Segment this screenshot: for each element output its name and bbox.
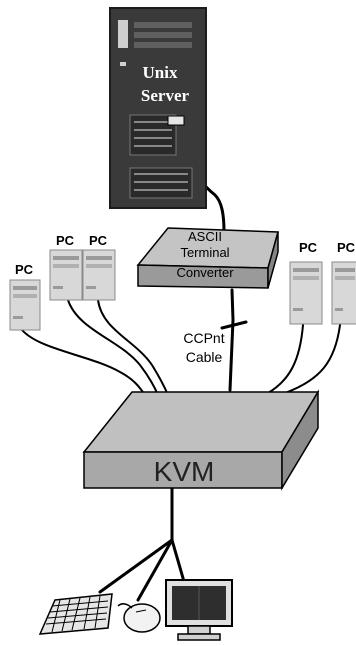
pc-4: PC	[289, 240, 323, 325]
pc-5: PC	[331, 240, 356, 325]
converter-label-line1: ASCII	[188, 229, 222, 244]
server-label-line1: Unix	[143, 63, 178, 82]
pc-cable-2	[67, 299, 159, 396]
pc-cable-3	[97, 299, 169, 396]
server-label-line2: Server	[141, 86, 190, 105]
pc-3-label: PC	[89, 233, 108, 248]
pc-5-label: PC	[337, 240, 356, 255]
kvm-to-mouse-cable	[136, 538, 174, 602]
mouse	[117, 603, 161, 633]
pc-1-label: PC	[15, 262, 34, 277]
pc-1: PC	[9, 262, 41, 331]
kvm-to-keyboard-cable	[98, 538, 174, 594]
pc-cable-5	[284, 324, 341, 394]
cable-label-line1: CCPnt	[183, 330, 224, 346]
server-port	[167, 115, 185, 126]
monitor	[165, 579, 233, 641]
pc-4-label: PC	[299, 240, 318, 255]
cable-label-line2: Cable	[186, 349, 223, 365]
pc-2: PC	[49, 233, 83, 301]
converter-label-line2: Terminal	[180, 245, 229, 260]
kvm-label: KVM	[154, 456, 215, 487]
cable-plug	[220, 320, 248, 330]
converter-label-line3: Converter	[176, 265, 234, 280]
pc-3: PC	[82, 233, 116, 301]
pc-cable-1	[21, 329, 146, 396]
keyboard	[38, 593, 113, 635]
kvm-to-monitor-cable	[170, 538, 187, 587]
pc-2-label: PC	[56, 233, 75, 248]
unix-server: Unix Server	[109, 7, 207, 209]
converter-to-kvm-cable	[228, 288, 235, 392]
ascii-terminal-converter: ASCII Terminal Converter	[136, 227, 279, 289]
kvm-switch: KVM	[82, 389, 320, 491]
pc-cable-4	[267, 324, 304, 394]
cables	[21, 120, 341, 602]
